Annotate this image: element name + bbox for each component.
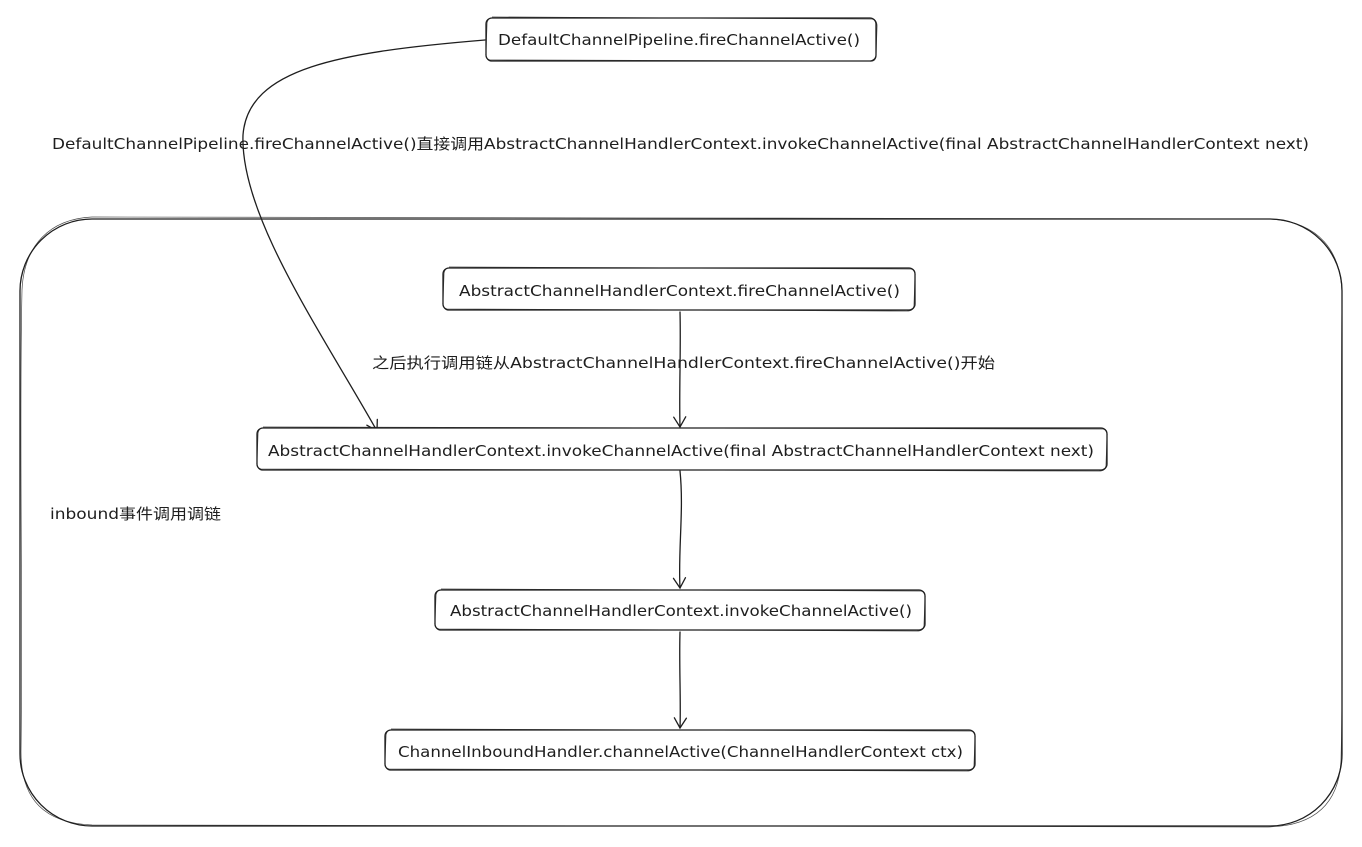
edge-label-direct-call: DefaultChannelPipeline.fireChannelActive… xyxy=(52,135,1309,153)
node-ctx-invoke-channel-active: AbstractChannelHandlerContext.invokeChan… xyxy=(434,588,926,632)
node-pipeline-fire-label: DefaultChannelPipeline.fireChannelActive… xyxy=(498,31,860,49)
group-label-inbound: inbound事件调用调链 xyxy=(50,505,221,523)
node-ctx-fire-label: AbstractChannelHandlerContext.fireChanne… xyxy=(459,282,900,300)
node-handler-channel-active: ChannelInboundHandler.channelActive(Chan… xyxy=(384,728,976,772)
node-handler-active-label: ChannelInboundHandler.channelActive(Chan… xyxy=(398,743,963,761)
node-pipeline-fire-channel-active: DefaultChannelPipeline.fireChannelActive… xyxy=(485,16,878,62)
arrow-fire-to-invoke-next xyxy=(673,311,687,429)
node-ctx-invoke-label: AbstractChannelHandlerContext.invokeChan… xyxy=(450,602,912,620)
arrow-invoke-to-handler xyxy=(673,631,688,730)
node-ctx-invoke-channel-active-next: AbstractChannelHandlerContext.invokeChan… xyxy=(256,426,1108,472)
edge-label-chain-start: 之后执行调用链从AbstractChannelHandlerContext.fi… xyxy=(372,354,995,372)
node-ctx-invoke-next-label: AbstractChannelHandlerContext.invokeChan… xyxy=(268,442,1094,460)
arrow-invoke-next-to-invoke xyxy=(672,470,687,590)
node-ctx-fire-channel-active: AbstractChannelHandlerContext.fireChanne… xyxy=(442,266,916,312)
arrow-pipeline-to-invoke-next xyxy=(242,39,486,433)
